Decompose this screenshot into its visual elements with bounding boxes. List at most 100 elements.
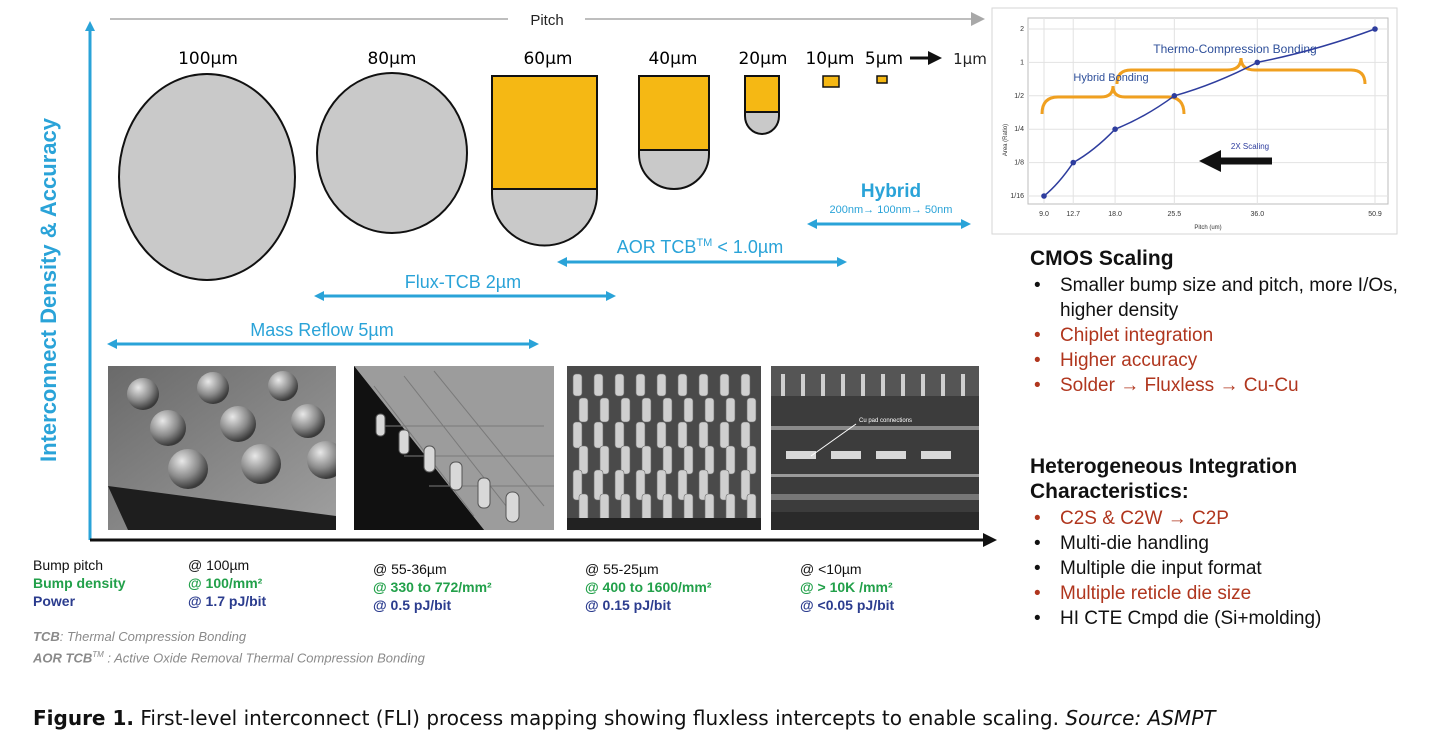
y-tick-label: 1: [1020, 59, 1024, 66]
fine-pillar-shape: [725, 445, 736, 475]
hi-characteristics-item: Multi-die handling: [1030, 531, 1430, 556]
footnote-aor-def: : Active Oxide Removal Thermal Compressi…: [103, 650, 425, 666]
cmos-scaling-item: Higher accuracy: [1030, 348, 1430, 373]
hi-title-line2: Characteristics:: [1030, 480, 1189, 503]
fine-pillar-shape: [677, 469, 688, 501]
sem-photo-hybrid-cross-section: Cu pad connections: [771, 366, 979, 530]
metric-density-2: @ 330 to 772/mm²: [373, 579, 492, 595]
hi-characteristics-item: HI CTE Cmpd die (Si+molding): [1030, 606, 1430, 631]
aor-tcb-range-label: AOR TCBTM < 1.0µm: [617, 237, 783, 257]
fine-pillar-shape: [572, 421, 583, 449]
pillar-20um: [744, 75, 780, 135]
pitch-label-40: 40µm: [648, 49, 697, 69]
fine-pillar-shape: [740, 421, 751, 449]
pitch-label-80: 80µm: [367, 49, 416, 69]
hi-characteristics-item: C2S & C2W → C2P: [1030, 506, 1430, 531]
scaling-chart-xlabel: Pitch (um): [1194, 225, 1221, 231]
metric-density-4: @ > 10K /mm²: [800, 579, 893, 595]
fine-pillar-shape: [614, 421, 625, 449]
y-axis-label: Interconnect Density & Accuracy: [36, 117, 61, 462]
mass-reflow-range-label: Mass Reflow 5µm: [250, 320, 393, 340]
fine-pillar-shape: [683, 397, 694, 423]
hi-title-line1: Heterogeneous Integration: [1030, 455, 1298, 478]
bump-80um: [316, 72, 468, 234]
fine-pillar-shape: [578, 397, 589, 423]
fine-pillar-shape: [698, 373, 709, 397]
cmos-scaling-item: Solder → Fluxless → Cu-Cu: [1030, 373, 1430, 398]
cmos-scaling-item: Smaller bump size and pitch, more I/Os, …: [1030, 273, 1430, 323]
pitch-label-100: 100µm: [178, 49, 238, 69]
x-tick-label: 12.7: [1066, 211, 1080, 218]
cmos-scaling-list: Smaller bump size and pitch, more I/Os, …: [1030, 273, 1430, 398]
fine-pillar-shape: [719, 421, 730, 449]
fine-pillar-shape: [677, 421, 688, 449]
metric-power-2: @ 0.5 pJ/bit: [373, 597, 452, 613]
pillar-60um: [491, 75, 598, 247]
y-tick-label: 1/16: [1010, 193, 1024, 200]
fine-pillar-shape: [641, 397, 652, 423]
metric-column-1: @ 100µm @ 100/mm² @ 1.7 pJ/bit: [188, 556, 266, 610]
footnote-tcb-def: : Thermal Compression Bonding: [59, 629, 247, 644]
sem-photo-copper-pillars: [354, 366, 554, 530]
footnote-tcb-term: TCB: [33, 629, 60, 644]
metric-density-3: @ 400 to 1600/mm²: [585, 579, 712, 595]
fine-pillar-shape: [656, 373, 667, 397]
metric-column-4: @ <10µm @ > 10K /mm² @ <0.05 pJ/bit: [800, 560, 894, 614]
fine-pillar-shape: [746, 397, 757, 423]
fine-pillar-shape: [746, 445, 757, 475]
caption-lead: Figure 1.: [33, 706, 134, 730]
footnote-tcb: TCB: Thermal Compression Bonding: [33, 628, 425, 646]
footnote-aor: AOR TCBTM : Active Oxide Removal Thermal…: [33, 646, 425, 667]
pitch-arrow-label: Pitch: [530, 12, 563, 29]
y-tick-label: 2: [1020, 26, 1024, 33]
fine-pillar-shape: [656, 421, 667, 449]
fine-pillar-shape: [662, 397, 673, 423]
cu-pad-connections-label: Cu pad connections: [859, 418, 912, 424]
hybrid-range-sub: 200nm→ 100nm→ 50nm: [830, 204, 953, 216]
metric-power-4: @ <0.05 pJ/bit: [800, 597, 895, 613]
metric-pitch-4: @ <10µm: [800, 561, 862, 577]
pitch-label-1: 1µm: [953, 50, 987, 68]
x-tick-label: 25.5: [1168, 211, 1182, 218]
scaling-series-point: [1254, 59, 1261, 66]
fine-pillar-shape: [593, 421, 604, 449]
metric-column-2: @ 55-36µm @ 330 to 772/mm² @ 0.5 pJ/bit: [373, 560, 492, 614]
cmos-scaling-item: Chiplet integration: [1030, 323, 1430, 348]
hi-characteristics-list: C2S & C2W → C2PMulti-die handlingMultipl…: [1030, 506, 1430, 631]
metric-pitch-1: @ 100µm: [188, 557, 250, 573]
pitch-label-10: 10µm: [805, 49, 854, 69]
scaling-series-point: [1041, 193, 1047, 199]
thermo-compression-bracket: [1115, 57, 1367, 85]
fine-pillar-shape: [620, 397, 631, 423]
x-tick-label: 18.0: [1108, 211, 1122, 218]
fine-pillar-shape: [704, 397, 715, 423]
scaling-chart-ylabel: Area (Ratio): [1003, 124, 1009, 156]
metric-power-3: @ 0.15 pJ/bit: [585, 597, 672, 613]
hybrid-range-title: Hybrid: [861, 181, 921, 202]
pad-5um: [876, 75, 888, 84]
fine-pillar-shape: [740, 373, 751, 397]
fine-pillar-shape: [635, 421, 646, 449]
y-tick-label: 1/8: [1014, 160, 1024, 167]
fine-pillar-shape: [740, 469, 751, 501]
scaling-series-point: [1112, 126, 1118, 132]
pitch-label-60: 60µm: [523, 49, 572, 69]
fine-pillar-shape: [719, 469, 730, 501]
x-tick-label: 9.0: [1039, 211, 1049, 218]
x-tick-label: 36.0: [1250, 211, 1264, 218]
pillar-40um: [638, 75, 710, 190]
sem-photo-hybrid-cross-section-art: Cu pad connections: [771, 366, 979, 530]
metric-label-bump-pitch: Bump pitch: [33, 557, 104, 573]
metric-column-3: @ 55-25µm @ 400 to 1600/mm² @ 0.15 pJ/bi…: [585, 560, 712, 614]
fine-pillar-shape: [635, 373, 646, 397]
y-tick-label: 1/2: [1014, 93, 1024, 100]
fine-pillar-shape: [677, 373, 688, 397]
figure-caption: Figure 1. First-level interconnect (FLI)…: [33, 706, 1215, 730]
fine-pillar-shape: [662, 445, 673, 475]
pitch-label-20: 20µm: [738, 49, 787, 69]
fine-pillar-shape: [572, 373, 583, 397]
fine-pillar-shape: [599, 397, 610, 423]
fine-pillar-shape: [641, 445, 652, 475]
